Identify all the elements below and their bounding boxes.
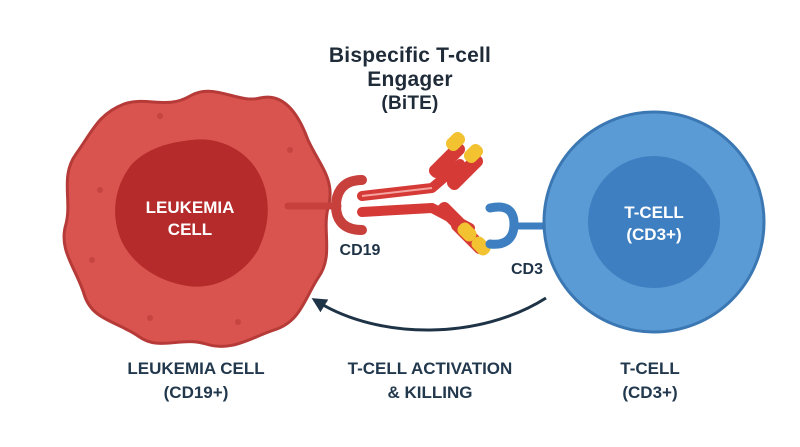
activation-arrow <box>311 296 547 332</box>
cd19-label: CD19 <box>339 242 381 259</box>
fab-lower-tip-a <box>457 222 477 242</box>
activation-caption-line-1: T-CELL ACTIVATION <box>347 359 513 378</box>
title-line-3: (BiTE) <box>381 93 439 114</box>
t-cell-caption-line-1: T-CELL <box>620 359 680 378</box>
t-cell-label: T-CELL (CD3+) <box>592 202 716 246</box>
leukemia-cell-nucleus <box>115 139 268 287</box>
leukemia-cell <box>62 89 332 348</box>
title-line-1: Bispecific T-cell <box>328 44 492 67</box>
activation-caption-line-2: & KILLING <box>387 383 473 402</box>
cell-texture-dot <box>235 319 241 325</box>
leukemia-cell-label-line-2: CELL <box>167 220 213 239</box>
leukemia-caption-line-1: LEUKEMIA CELL <box>127 359 265 378</box>
leukemia-caption-line-2: (CD19+) <box>163 383 229 402</box>
cell-texture-dot <box>157 113 163 119</box>
diagram-title: Bispecific T-cell Engager (BiTE) <box>300 44 520 116</box>
t-cell-label-line-1: T-CELL <box>624 203 684 222</box>
t-cell-label-line-2: (CD3+) <box>626 225 682 244</box>
t-cell <box>542 110 766 334</box>
fab-lower-tip-b <box>471 236 491 256</box>
leukemia-cell-label-line-1: LEUKEMIA <box>145 198 235 217</box>
fab-upper-b <box>446 153 484 191</box>
fab-upper-a <box>428 141 466 179</box>
activation-caption: T-CELL ACTIVATION & KILLING <box>330 357 530 405</box>
fab-upper-tip-b <box>463 143 484 164</box>
title-line-2: Engager <box>367 68 453 91</box>
leukemia-cell-caption: LEUKEMIA CELL (CD19+) <box>96 357 296 405</box>
bite-antibody <box>357 131 491 256</box>
cell-texture-dot <box>97 187 103 193</box>
fab-upper-tip-a <box>445 131 466 152</box>
cell-texture-dot <box>89 257 95 263</box>
cd3-label: CD3 <box>510 261 543 278</box>
t-cell-caption: T-CELL (CD3+) <box>580 357 720 405</box>
leukemia-cell-label: LEUKEMIA CELL <box>128 197 252 241</box>
cell-texture-dot <box>147 315 153 321</box>
cd19-receptor <box>284 175 367 235</box>
cell-texture-dot <box>287 147 293 153</box>
t-cell-caption-line-2: (CD3+) <box>622 383 678 402</box>
t-cell-nucleus <box>588 156 720 288</box>
